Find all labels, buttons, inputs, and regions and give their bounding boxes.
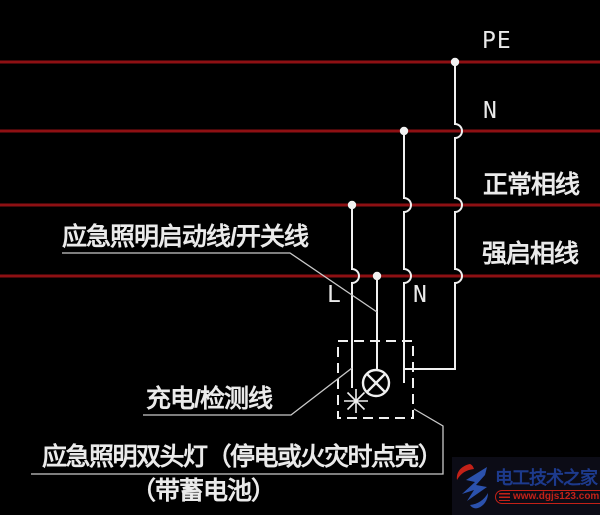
leader-switch-line — [62, 252, 378, 313]
leader-lamp-caption — [31, 408, 444, 475]
annotation-lamp-caption: 应急照明双头灯（停电或火灾时点亮） — [42, 443, 443, 471]
wire-neutral — [403, 131, 412, 383]
bus-label-forced-phase: 强启相线 — [482, 240, 579, 268]
junction-dot-neutral — [399, 126, 409, 136]
annotation-charge-line: 充电/检测线 — [146, 385, 273, 413]
bus-label-normal-phase: 正常相线 — [483, 171, 580, 199]
wire-label-neutral: N — [413, 282, 428, 308]
watermark-title: 电工技术之家 — [495, 467, 598, 488]
junction-dot-normal-phase — [347, 200, 357, 210]
stripe-icon — [499, 492, 510, 501]
junction-dot-forced-phase — [372, 271, 382, 281]
bus-label-neutral: N — [483, 98, 498, 124]
watermark-logo: 电工技术之家 www.dgjs123.com — [452, 457, 600, 515]
lamp-housing-box — [337, 340, 414, 419]
watermark-url-banner: www.dgjs123.com — [495, 489, 600, 504]
bus-label-pe: PE — [482, 28, 512, 54]
charge-indicator-icon — [344, 389, 368, 413]
watermark-url: www.dgjs123.com — [513, 490, 600, 502]
logo-mark-icon — [456, 464, 488, 509]
annotation-battery-caption: （带蓄电池） — [131, 477, 276, 505]
annotation-switch-line: 应急照明启动线/开关线 — [62, 223, 309, 251]
wire-live-charge — [351, 205, 360, 388]
lamp-icon — [361, 368, 391, 398]
leader-charge-line — [143, 367, 353, 416]
wire-label-live: L — [327, 282, 342, 308]
wire-pe — [405, 62, 463, 370]
junction-dot-pe — [450, 57, 460, 67]
